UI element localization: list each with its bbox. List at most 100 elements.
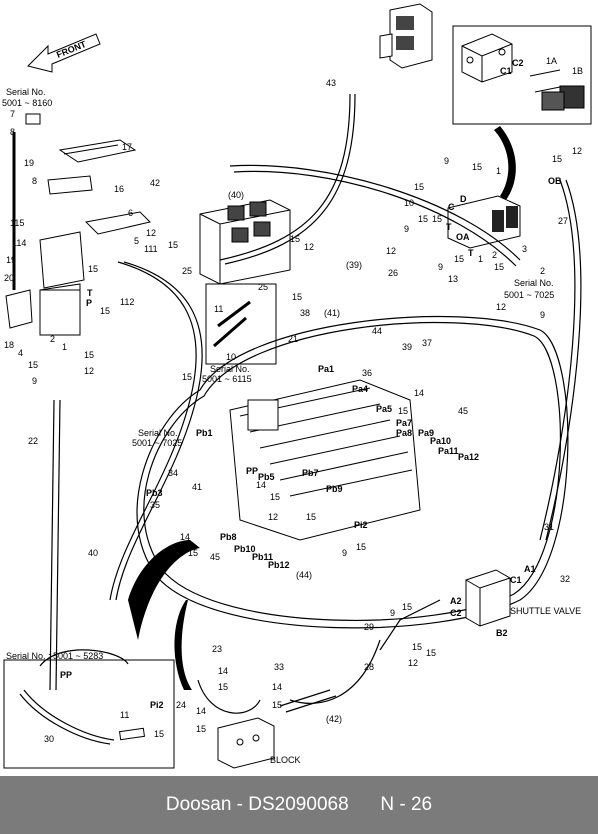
part-24: 24	[176, 700, 186, 710]
label-pp: PP	[246, 466, 258, 476]
part-1-right: 1	[496, 166, 501, 176]
serial-note-center-range: 5001 ~ 6115	[202, 374, 252, 384]
part-15-mid4: 15	[306, 512, 316, 522]
part-30: 30	[44, 734, 54, 744]
label-a2: A2	[450, 596, 462, 606]
part-7: 7	[10, 109, 15, 119]
label-1a: 1A	[546, 56, 557, 66]
serial-note-mid-right-range: 5001 ~ 7025	[504, 290, 554, 300]
part-19-top: 19	[24, 158, 34, 168]
label-pa10: Pa10	[430, 436, 451, 446]
part-22: 22	[28, 436, 38, 446]
part-19-left: 19	[6, 255, 16, 265]
label-t-pedal: T	[87, 288, 93, 298]
label-pa9: Pa9	[418, 428, 434, 438]
part-11-inset: 11	[120, 710, 129, 720]
label-c2-inset: C2	[512, 58, 524, 68]
part-41-paren: (41)	[324, 308, 340, 318]
part-3: 3	[522, 244, 527, 254]
part-41: 41	[192, 482, 202, 492]
serial-box-center	[205, 283, 277, 365]
part-9-right-top: 9	[444, 156, 449, 166]
part-36: 36	[362, 368, 372, 378]
part-15-far-right: 15	[552, 154, 562, 164]
part-12-far-right: 12	[572, 146, 582, 156]
part-25-box: 25	[258, 282, 268, 292]
part-39: 39	[402, 342, 412, 352]
part-15-left: 15	[28, 360, 38, 370]
serial-note-bottom-left: Serial No. : 5001 ~ 5283	[6, 651, 103, 661]
part-17: 17	[122, 142, 132, 152]
part-44-paren: (44)	[296, 570, 312, 580]
part-32: 32	[560, 574, 570, 584]
label-pb1: Pb1	[196, 428, 213, 438]
part-33: 33	[274, 662, 284, 672]
footer-gap	[349, 794, 381, 816]
part-15-block: 15	[218, 682, 228, 692]
label-a1: A1	[524, 564, 536, 574]
label-pb7: Pb7	[302, 468, 319, 478]
label-1b: 1B	[572, 66, 583, 76]
part-15-right-top: 15	[472, 162, 482, 172]
part-14-block2: 14	[272, 682, 282, 692]
part-14-pa: 14	[414, 388, 424, 398]
part-112: 112	[120, 297, 134, 307]
part-111: 111	[144, 244, 158, 254]
part-13: 13	[448, 274, 458, 284]
label-pi2-inset: Pi2	[150, 700, 164, 710]
serial-note-top-left-label: Serial No.	[6, 87, 46, 97]
part-15-right2: 15	[414, 182, 424, 192]
part-40: 40	[88, 548, 98, 558]
bracket-right	[494, 126, 516, 200]
part-39-paren: (39)	[346, 260, 362, 270]
label-c: C	[448, 202, 455, 212]
part-15-left2: 15	[84, 350, 94, 360]
inset-box-bottom-left	[3, 659, 175, 769]
label-b2: B2	[496, 628, 508, 638]
part-34: 34	[168, 468, 178, 478]
part-9-right2: 9	[404, 224, 409, 234]
main-control-valve	[229, 379, 421, 541]
part-42: 42	[150, 178, 160, 188]
label-pa11: Pa11	[438, 446, 459, 456]
serial-bracket-top-left	[12, 113, 41, 290]
part-12-right: 12	[386, 246, 396, 256]
part-15-low3: 15	[426, 648, 436, 658]
label-pa12: Pa12	[458, 452, 479, 462]
part-25-top: 25	[182, 266, 192, 276]
serial-note-mid-right-label: Serial No.	[514, 278, 554, 288]
part-2: 2	[50, 334, 55, 344]
part-18: 18	[4, 340, 14, 350]
part-115: 115	[10, 218, 24, 228]
part-45-bottom: 45	[210, 552, 220, 562]
part-23: 23	[212, 644, 222, 654]
label-block: BLOCK	[270, 755, 301, 765]
serial-note-left-mid-range: 5001 ~ 7025	[132, 438, 182, 448]
part-2-far-right: 2	[540, 266, 545, 276]
bracket-bottom	[174, 600, 192, 690]
right-valve-block	[447, 195, 521, 249]
part-2-right: 2	[492, 250, 497, 260]
label-c2: C2	[450, 608, 462, 618]
part-15-block3: 15	[196, 724, 206, 734]
label-t-right: T	[468, 248, 474, 258]
part-15-pa: 15	[398, 406, 408, 416]
label-pb5: Pb5	[258, 472, 275, 482]
label-pa1: Pa1	[318, 364, 334, 374]
part-15-right4: 15	[432, 214, 442, 224]
pedal-assembly	[5, 139, 151, 336]
label-pp-inset: PP	[60, 670, 72, 680]
part-15-block2: 15	[272, 700, 282, 710]
part-12-low: 12	[408, 658, 418, 668]
hydraulic-parts-diagram: FRONT	[2, 3, 592, 769]
part-43: 43	[326, 78, 336, 88]
part-6: 6	[128, 208, 133, 218]
part-37: 37	[422, 338, 432, 348]
label-d: D	[460, 194, 467, 204]
part-1-right2: 1	[478, 254, 483, 264]
serial-note-center-label: Serial No.	[210, 364, 250, 374]
part-1-left: 1	[62, 342, 67, 352]
part-14-bottom: 14	[180, 532, 190, 542]
label-pa8: Pa8	[396, 428, 412, 438]
label-c1-inset: C1	[500, 66, 512, 76]
